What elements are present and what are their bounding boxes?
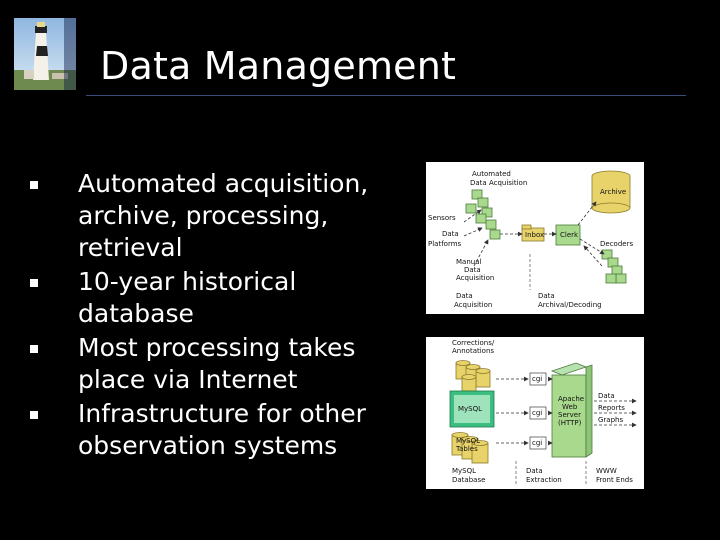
diagram-label: Sensors	[428, 214, 456, 222]
diagram-label: Annotations	[452, 347, 495, 355]
square-bullet-icon	[30, 345, 38, 353]
diagram-label: MySQL	[458, 405, 483, 413]
list-item: Infrastructure for other observation sys…	[28, 398, 388, 462]
list-item: Automated acquisition, archive, processi…	[28, 168, 388, 264]
diagram-label: Decoders	[600, 240, 634, 248]
diagram-label: (HTTP)	[558, 419, 582, 427]
diagram-label: Data	[526, 467, 543, 475]
diagram-label: Tables	[456, 445, 478, 453]
diagram-label: cgi	[532, 409, 543, 417]
page-title: Data Management	[100, 44, 457, 88]
lighthouse-logo	[14, 18, 76, 90]
diagram-label: cgi	[532, 439, 543, 447]
bullet-text: Automated acquisition, archive, processi…	[78, 169, 369, 262]
square-bullet-icon	[30, 181, 38, 189]
square-bullet-icon	[30, 279, 38, 287]
diagram-label: Data Acquisition	[470, 179, 528, 187]
diagram-label: Manual	[456, 258, 482, 266]
diagram-label: WWW	[596, 467, 617, 475]
diagram-label: Front Ends	[596, 476, 633, 484]
diagram-label: Reports	[598, 404, 625, 412]
list-item: Most processing takes place via Internet	[28, 332, 388, 396]
bullet-text: Most processing takes place via Internet	[78, 333, 356, 394]
acquisition-archive-diagram: Automated Data Acquisition Sensors Data …	[426, 162, 644, 314]
diagram-label: Corrections/	[452, 339, 495, 347]
diagram-label: Database	[452, 476, 486, 484]
square-bullet-icon	[30, 411, 38, 419]
diagram-label: Graphs	[598, 416, 624, 424]
diagram-label: Server	[558, 411, 581, 419]
diagram-label: Acquisition	[454, 301, 493, 309]
diagram-label: Automated	[472, 170, 511, 178]
diagram-label: Data	[442, 230, 459, 238]
title-divider	[86, 95, 686, 96]
diagram-label: Platforms	[428, 240, 462, 248]
diagram-label: Data	[456, 292, 473, 300]
diagram-label: Clerk	[560, 231, 579, 239]
diagram-label: Acquisition	[456, 274, 495, 282]
diagram-label: Archive	[600, 188, 627, 196]
diagram-label: MySQL	[456, 437, 481, 445]
diagram-label: MySQL	[452, 467, 477, 475]
diagram-label: Web	[562, 403, 578, 411]
bullet-text: Infrastructure for other observation sys…	[78, 399, 366, 460]
diagram-label: cgi	[532, 375, 543, 383]
list-item: 10-year historical database	[28, 266, 388, 330]
diagram-label: Archival/Decoding	[538, 301, 602, 309]
diagram-label: Data	[538, 292, 555, 300]
diagram-label: Extraction	[526, 476, 562, 484]
diagram-label: Data	[464, 266, 481, 274]
diagram-label: Inbox	[525, 231, 545, 239]
bullet-text: 10-year historical database	[78, 267, 297, 328]
diagram-label: Apache	[558, 395, 585, 403]
bullet-list: Automated acquisition, archive, processi…	[28, 168, 388, 464]
diagram-label: Data	[598, 392, 615, 400]
database-web-diagram: Corrections/ Annotations cgi cgi cgi MyS…	[426, 337, 644, 489]
